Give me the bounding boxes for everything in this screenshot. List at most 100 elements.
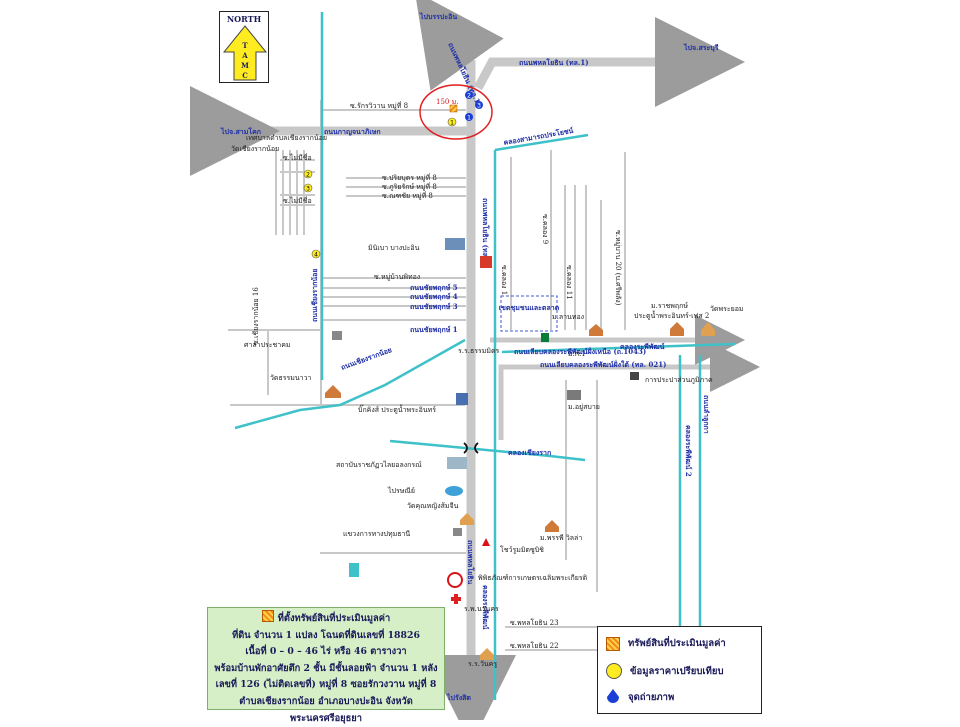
label-soi23: ซ.พหลโยธิน 23 bbox=[510, 618, 559, 627]
label-soi-phuriat: ซ.ภูริยรักษ์ หมู่ที่ 8 bbox=[382, 182, 437, 191]
dir-top: ไปบรรปะอิน bbox=[419, 12, 457, 21]
label-soi-mainomi: ซ.ไม่มีชื่อ bbox=[283, 153, 312, 162]
place-museum: พิพิธภัณฑ์การเกษตรเฉลิมพระเกียรติ bbox=[478, 574, 588, 582]
property-icon bbox=[606, 636, 620, 651]
place-mini-prao: ร.ร.ธรรมมิตร bbox=[458, 347, 500, 355]
place-wat-yom: วัดพระยอม bbox=[710, 305, 744, 313]
label-soi22: ซ.พหลโยธิน 22 bbox=[510, 641, 559, 650]
place-prabu: ประตูน้ำพระอินทร์-เฟส 2 bbox=[634, 309, 709, 320]
compare-point-4: 4 bbox=[314, 252, 318, 259]
place-m-kao: ม.ก.1 bbox=[568, 350, 586, 358]
info-line-5: เลขที่ 126 (ไม่ติดเลขที่) หมู่ที่ 8 ซอยร… bbox=[215, 679, 437, 691]
compare-point-2: 2 bbox=[306, 172, 310, 179]
label-khlong-chiangrak: ถนนเชียงรากน้อย bbox=[310, 269, 319, 323]
market-label-1: เขตชุมชนและตลาด bbox=[499, 303, 560, 312]
compare-point-1: 1 bbox=[450, 120, 454, 127]
label-chaiyaphon1: ถนนชัยพฤกษ์ 1 bbox=[410, 325, 458, 334]
photo-point-2: 2 bbox=[467, 93, 471, 100]
property-swatch-icon bbox=[261, 610, 274, 622]
north-letter-m: M bbox=[241, 61, 249, 70]
place-kanprapa: การประปาส่วนภูมิภาค bbox=[645, 376, 713, 384]
place-wat-klang: วัดคุณหญิงส้มจีน bbox=[407, 502, 459, 510]
photo-point-1: 1 bbox=[467, 115, 471, 122]
label-soi-11: ซ.คลอง 11 bbox=[565, 265, 573, 300]
label-chaiyaphon4: ถนนชัยพฤกษ์ 4 bbox=[410, 292, 458, 301]
legend-compare-label: ข้อมูลราคาเปรียบเทียบ bbox=[630, 665, 724, 677]
property-info-box: ที่ตั้งทรัพย์สินที่ประเมินมูลค่า ที่ดิน … bbox=[207, 607, 445, 724]
subject-location: 150 ม. 2 3 1 1 bbox=[419, 84, 493, 140]
place-sriwichai: เทศบาลตำบลเชียงรากน้อย bbox=[246, 134, 327, 142]
label-khlong-chiangrak3: ถนนเชียงรากน้อย bbox=[340, 345, 393, 372]
label-soi-9: ซ.คลอง 9 bbox=[541, 214, 549, 244]
compare-point-3: 3 bbox=[306, 186, 310, 193]
place-ratchabhat: สถาบันราชภัฏวไลยอลงกรณ์ bbox=[336, 460, 422, 469]
north-arrow: NORTH T A M C bbox=[219, 11, 269, 83]
landmarks: เทศบาลตำบลเชียงรากน้อย วัดเชียงรากน้อย ม… bbox=[231, 134, 744, 668]
place-mooban-thong: ม.ลานทอง bbox=[552, 313, 584, 321]
place-wat-ming: วัดเชียงรากน้อย bbox=[231, 145, 279, 153]
label-soi-20: ซ.หมู่บาน 20 (บ.ศรีพลัง) bbox=[614, 230, 622, 306]
north-arrow-icon: T A M C bbox=[222, 25, 268, 81]
bridge-icon bbox=[463, 442, 479, 454]
label-kanchanaphisek: ถนนกาญจนาภิเษก bbox=[324, 127, 381, 136]
legend-photo-label: จุดถ่ายภาพ bbox=[628, 691, 675, 703]
label-khlong-prem-south: ถนนเลียบคลองระพีพัฒน์ฝั่งใต้ (ทล. 021) bbox=[540, 359, 666, 369]
dir-left: ไปจ.สามโคก bbox=[220, 127, 261, 136]
road-network bbox=[190, 0, 760, 720]
label-khlong-chiangrak2: คลองเชียงราก bbox=[508, 448, 551, 457]
place-big-c: บิ๊กคิงส์ ประตูน้ำพระอินทร์ bbox=[358, 403, 436, 414]
dir-top-right: ไปจ.สระบุรี bbox=[683, 43, 719, 52]
photo-point-3: 3 bbox=[477, 103, 481, 110]
dir-bottom: ไปรังสิต bbox=[446, 693, 471, 702]
info-line-2: ที่ดิน จำนวน 1 แปลง โฉนดที่ดินเลขที่ 188… bbox=[232, 629, 420, 641]
label-lower-vertical2: ถนนพหลโยธิน bbox=[466, 540, 475, 584]
label-soi-rop-krom: ซ.หมู่บ้านพิทอง bbox=[374, 273, 420, 281]
label-right-vertical2: คลองระพีพัฒน์ 2 bbox=[684, 425, 693, 477]
place-ausabai: ม.อยู่สบาย bbox=[568, 403, 600, 411]
info-line-6: ตำบลเชียงรากน้อย อำเภอบางปะอิน จังหวัดพร… bbox=[239, 695, 413, 724]
place-ramnalnt: ม.ราชพฤกษ์ bbox=[651, 302, 688, 310]
label-soi-rakwan: ซ.รักรวิวาน หมู่ที่ 8 bbox=[350, 101, 408, 110]
label-phahonyothin-v: ถนนพหลโยธิน (ทล.1) bbox=[481, 198, 490, 268]
info-line-3: เนื้อที่ 0 – 0 – 46 ไร่ หรือ 46 ตารางวา bbox=[245, 646, 407, 658]
legend-row-property: ทรัพย์สินที่ประเมินมูลค่า bbox=[606, 636, 726, 651]
info-line-1: ที่ตั้งทรัพย์สินที่ประเมินมูลค่า bbox=[208, 610, 444, 628]
road-phahonyothin-north bbox=[474, 17, 745, 107]
label-lower-vertical: คลองระพีพัฒน์ bbox=[481, 585, 490, 630]
north-title: NORTH bbox=[226, 14, 262, 24]
place-mitsubishi: โชว์รูมมิตซูบิชิ bbox=[500, 545, 544, 554]
place-wat-yai: วัดธรรมนาวา bbox=[270, 374, 312, 382]
subject-marker bbox=[449, 104, 458, 113]
north-letter-a: A bbox=[241, 51, 248, 60]
compare-points: 2 3 4 bbox=[303, 169, 321, 259]
label-soi-mainomi-2: ซ.ไม่มีชื่อ bbox=[283, 196, 312, 205]
label-soi-chiangrak: ซ.เชียงรากน้อย 16 bbox=[252, 287, 260, 345]
minor-roads bbox=[228, 100, 626, 651]
place-police: แขวงการทางปทุมธานี bbox=[343, 530, 410, 538]
label-khlong-prem: ถนนเลียบคลองระพีพัฒน์ฝั่งเหนือ (ถ.1043) bbox=[514, 346, 646, 356]
place-kasikorn: ร.พ.นวนคร bbox=[464, 605, 499, 613]
label-soi-prayut: ซ.ปริยบุตร หมู่ที่ 8 bbox=[382, 173, 437, 182]
place-sriwi: ศาลาประชาคม bbox=[244, 341, 291, 349]
info-line-4: พร้อมบ้านพักอาศัยตึก 2 ชั้น มีชั้นลอยฟ้า… bbox=[214, 662, 438, 674]
market-zone bbox=[500, 295, 558, 332]
place-wat-tanot: มินิเบา บางปะอิน bbox=[368, 244, 420, 252]
north-letter-c: C bbox=[242, 71, 248, 80]
label-chaiyaphon5: ถนนชัยพฤกษ์ 5 bbox=[410, 283, 458, 292]
north-letter-t: T bbox=[242, 41, 248, 50]
compare-icon bbox=[606, 663, 622, 679]
place-wat-roi: ร.ร.วันครู bbox=[468, 660, 497, 668]
label-phahonyothin-top: ถนนพหลโยธิน (ทล.1) bbox=[519, 58, 589, 67]
distance-label: 150 ม. bbox=[436, 98, 458, 106]
focus-circle bbox=[419, 84, 493, 140]
legend-row-compare: ข้อมูลราคาเปรียบเทียบ bbox=[606, 663, 724, 679]
map-legend: ทรัพย์สินที่ประเมินมูลค่า ข้อมูลราคาเปรี… bbox=[597, 626, 762, 714]
info-line-1-text: ที่ตั้งทรัพย์สินที่ประเมินมูลค่า bbox=[277, 613, 391, 624]
label-chaiyaphon3: ถนนชัยพฤกษ์ 3 bbox=[410, 302, 458, 311]
label-soi-1: ซ.คลอง 1 bbox=[500, 265, 508, 295]
legend-row-photo: จุดถ่ายภาพ bbox=[606, 689, 674, 705]
place-ploy: ไปรษณีย์ bbox=[387, 486, 415, 495]
label-right-vertical: ถนนลำลูกกา bbox=[701, 395, 711, 434]
label-soi-natthachai: ซ.ณฑชัย หมู่ที่ 8 bbox=[382, 191, 433, 200]
